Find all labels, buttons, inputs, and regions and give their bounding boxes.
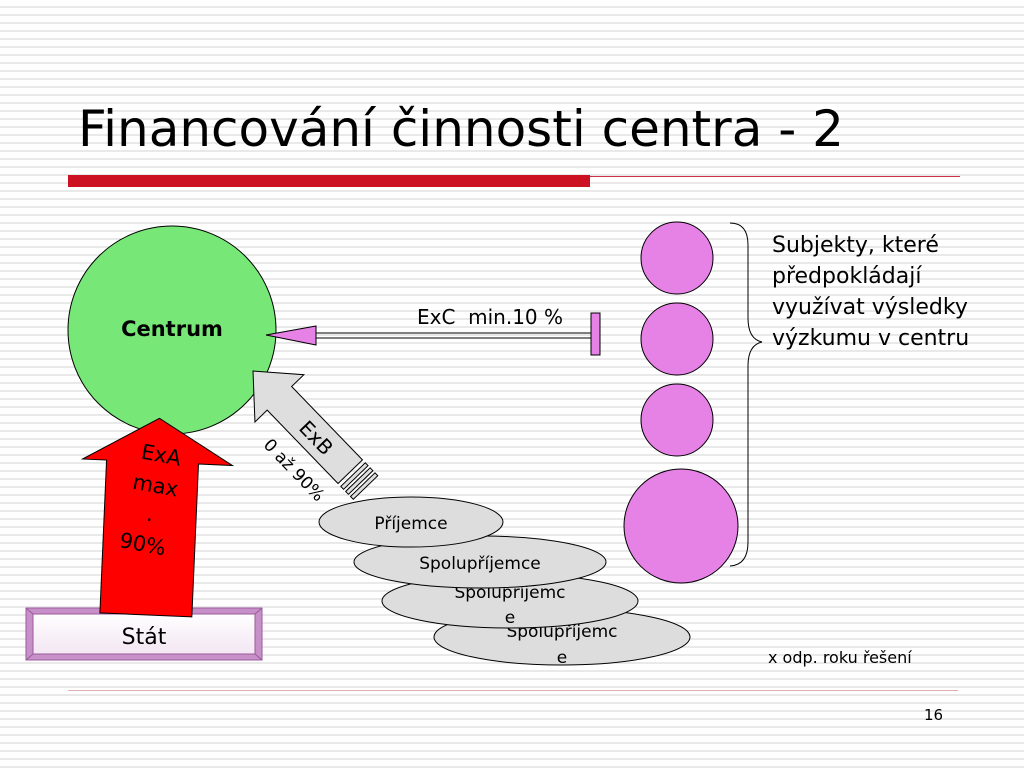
title-underline-red [68, 175, 590, 187]
subject-circle [640, 221, 714, 295]
recipient-label: Příjemce [374, 514, 447, 534]
title-underline-thin [590, 176, 960, 177]
note-year: x odp. roku řešení [768, 648, 912, 667]
recipient-label: Spolupříjemce [419, 554, 541, 574]
footer-divider [68, 690, 958, 691]
stat-box: Stát [25, 607, 263, 661]
subject-circle [640, 383, 714, 457]
exc-label: ExC min.10 % [417, 305, 563, 329]
subject-circle [640, 302, 714, 376]
centrum-node: Centrum [67, 225, 277, 435]
centrum-label: Centrum [121, 317, 223, 341]
slide-title: Financování činnosti centra - 2 [78, 100, 844, 158]
recipient-ellipse: Příjemce [318, 496, 504, 548]
page-number: 16 [924, 706, 944, 724]
subjects-description: Subjekty, které předpokládají využívat v… [772, 233, 970, 351]
recipient-label: e [505, 608, 515, 628]
exc-arrow: ExC min.10 % [265, 305, 601, 356]
exa-label-3: . [145, 502, 156, 527]
subject-circle [623, 468, 739, 584]
recipient-label: e [557, 648, 567, 668]
exa-arrow: ExA max . 90% [80, 417, 235, 618]
stat-label: Stát [122, 625, 167, 650]
curly-brace [729, 222, 763, 567]
